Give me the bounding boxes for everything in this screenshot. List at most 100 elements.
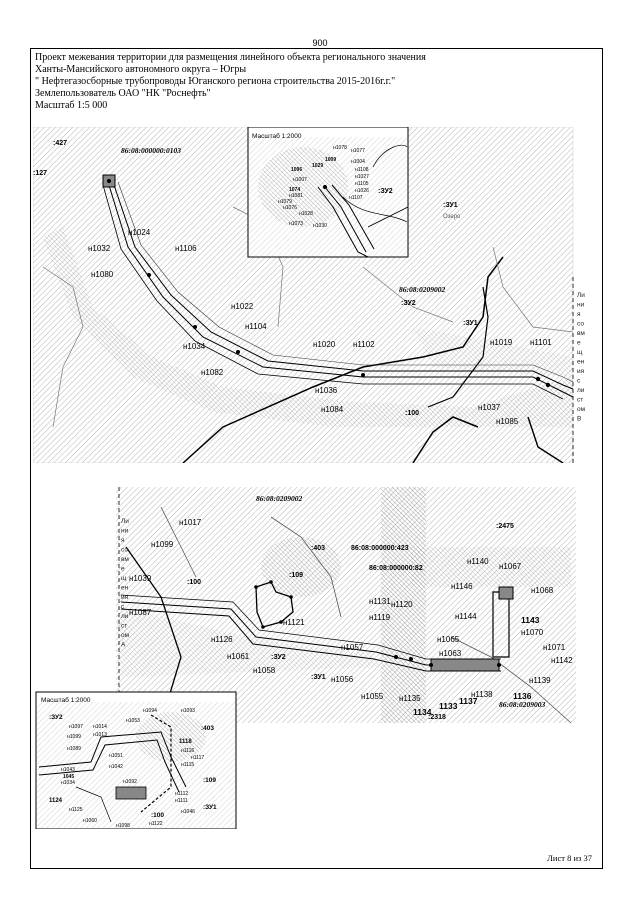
map-fragment-1: :427 :127 86:08:000000:0103 86:08:020900… <box>33 127 605 463</box>
inset-map-2 <box>35 691 237 829</box>
point-n1080: н1080 <box>91 270 114 279</box>
inset1-label: н1076 <box>283 205 297 211</box>
inset2-zu2: :ЗУ2 <box>49 714 63 721</box>
point-n1071: н1071 <box>543 643 566 652</box>
inset1-scale: Масштаб 1:2000 <box>252 132 302 140</box>
inset2-label: н1043 <box>61 767 75 773</box>
point-n1039: н1039 <box>129 574 152 583</box>
side-legend-char: я <box>577 311 581 318</box>
point-n1138: н1138 <box>471 690 493 699</box>
point-1143: 1143 <box>521 615 540 625</box>
side-legend-char: ия <box>121 594 129 601</box>
land-user: Землепользователь ОАО "НК "Роснефть" <box>35 88 211 99</box>
inset2-ref-100: :100 <box>151 812 164 819</box>
ref-427: :427 <box>53 140 67 147</box>
point-n1140: н1140 <box>467 557 489 566</box>
point-n1119: н1119 <box>369 613 391 622</box>
side-legend-char: ом <box>577 406 586 413</box>
inset1-label: н1078 <box>333 145 347 151</box>
zone-zu1-b: :ЗУ1 <box>311 674 326 681</box>
ref-100-b: :100 <box>187 579 201 586</box>
title-line-3: " Нефтегазосборные трубопроводы Юганског… <box>35 76 396 87</box>
point-n1032: н1032 <box>88 244 111 253</box>
ref-2475: :2475 <box>496 523 514 530</box>
point-n1126: н1126 <box>211 635 233 644</box>
point-n1065: н1065 <box>437 635 460 644</box>
inset1-label: н1007 <box>293 177 307 183</box>
inset2-label: н1122 <box>149 821 163 827</box>
parcel-423: 86:08:000000:423 <box>351 545 409 552</box>
inset2-zu1: :ЗУ1 <box>203 804 217 811</box>
inset1-zu1: :ЗУ1 <box>443 202 458 209</box>
inset2-label: н1053 <box>126 718 140 724</box>
side-legend-char: Ли <box>121 518 129 525</box>
point-1137: 1137 <box>459 696 478 706</box>
inset2-label: н1099 <box>67 734 81 740</box>
inset1-label: 1074 <box>289 187 300 193</box>
side-legend-char: со <box>577 321 584 328</box>
zone-zu1: :ЗУ1 <box>463 320 478 327</box>
inset1-label: н1105 <box>355 181 369 187</box>
inset2-label: н1014 <box>93 724 107 730</box>
point-n1034: н1034 <box>183 342 206 351</box>
inset2-label: н1046 <box>181 809 195 815</box>
inset1-label: н1108 <box>355 167 369 173</box>
inset1-label: н1073 <box>289 221 303 227</box>
inset2-label-1118: 1118 <box>179 739 192 745</box>
inset2-label: н1042 <box>109 764 123 770</box>
point-n1142: н1142 <box>551 656 573 665</box>
side-legend-char: со <box>121 547 128 554</box>
inset1-label: 1096 <box>291 167 302 173</box>
inset2-ref-403: :403 <box>201 725 214 732</box>
point-n1057: н1057 <box>341 643 364 652</box>
sheet-footer: Лист 8 из 37 <box>547 853 592 863</box>
inset2-label: н1111 <box>175 798 188 804</box>
inset1-label: 1009 <box>325 157 336 163</box>
point-n1067: н1067 <box>499 562 522 571</box>
map-scale: Масштаб 1:5 000 <box>35 100 108 109</box>
point-n1121: н1121 <box>283 618 305 627</box>
side-legend-char: ли <box>577 387 585 394</box>
point-1136: 1136 <box>513 691 532 701</box>
ref-2318: :2318 <box>428 714 446 721</box>
inset2-label: н1093 <box>181 708 195 714</box>
inset1-label: н1077 <box>351 148 365 154</box>
pad-polygon <box>255 581 294 628</box>
map2-background <box>116 487 576 723</box>
point-n1085: н1085 <box>496 417 519 426</box>
point-n1061: н1061 <box>227 652 250 661</box>
side-legend-char: ен <box>577 359 585 366</box>
inset2-label: н1116 <box>181 748 194 754</box>
side-legend-char: вм <box>121 556 129 563</box>
inset1-label: н1026 <box>355 188 369 194</box>
inset1-label: н1079 <box>278 199 292 205</box>
point-n1058: н1058 <box>253 666 276 675</box>
point-n1135: н1135 <box>399 694 421 703</box>
inset2-label: н1089 <box>67 746 81 752</box>
point-n1055: н1055 <box>361 692 384 701</box>
point-n1084: н1084 <box>321 405 344 414</box>
side-legend-char: с <box>577 378 581 385</box>
ref-127: :127 <box>33 170 47 177</box>
side-legend-char: щ <box>121 575 127 582</box>
inset2-label: н1115 <box>181 762 194 768</box>
point-n1068: н1068 <box>531 586 554 595</box>
point-n1106: н1106 <box>175 244 197 253</box>
inset1-label: н1107 <box>349 195 363 201</box>
inset1-label: н1027 <box>355 174 369 180</box>
side-legend-char: ст <box>121 623 127 630</box>
point-n1082: н1082 <box>201 368 224 377</box>
inset2-scale: Масштаб 1:2000 <box>41 696 91 704</box>
side-legend-char: е <box>121 566 125 573</box>
inset2-label: н1034 <box>61 780 75 786</box>
side-legend-char: ст <box>577 397 583 404</box>
parcel-0209002: 86:08:0209002 <box>399 285 445 294</box>
inset1-label: н1081 <box>289 193 303 199</box>
parcel-0103: 86:08:000000:0103 <box>121 146 181 155</box>
point-n1070: н1070 <box>521 628 544 637</box>
inset2-label-1124: 1124 <box>49 798 63 804</box>
side-legend-char: ен <box>121 585 129 592</box>
zone-zu2-b: :ЗУ2 <box>271 654 286 661</box>
point-n1037: н1037 <box>478 403 501 412</box>
